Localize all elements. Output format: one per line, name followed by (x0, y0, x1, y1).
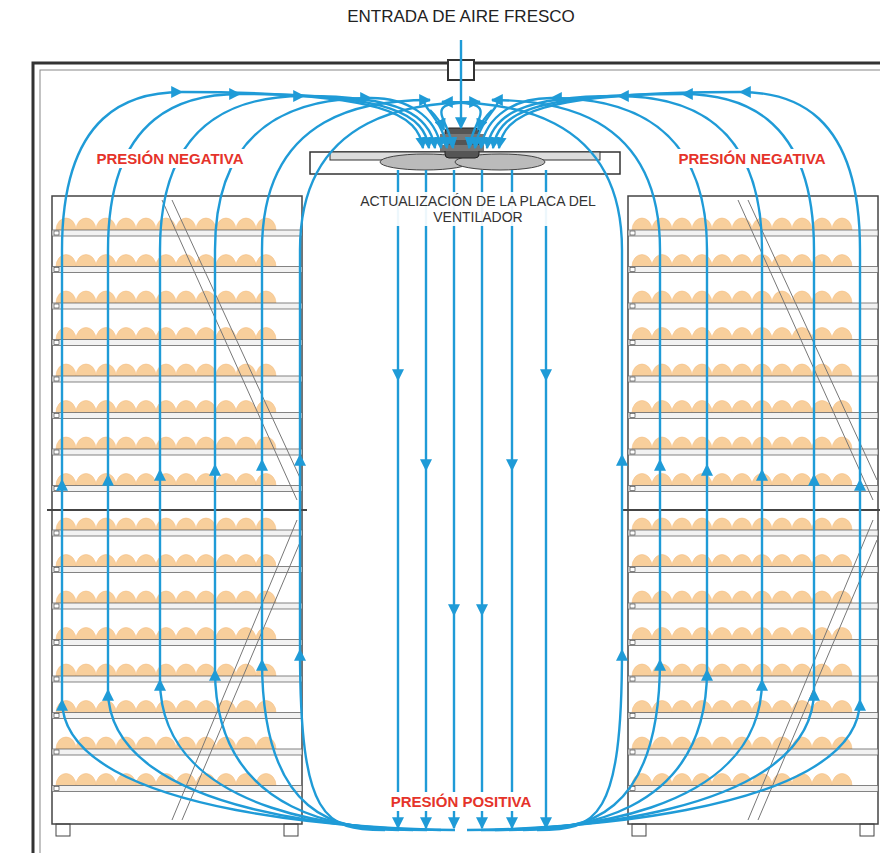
inlet-label: ENTRADA DE AIRE FRESCO (344, 6, 578, 28)
airflow-arrows (62, 40, 860, 830)
pressure-label: PRESIÓN NEGATIVA (94, 149, 247, 168)
fan-assembly (310, 60, 620, 174)
egg-racks (47, 196, 880, 836)
cabinet-inner (40, 70, 880, 853)
pressure-label: PRESIÓN POSITIVA (388, 792, 535, 811)
cabinet-outline (33, 63, 880, 853)
fan-plate-label: ACTUALIZACIÓN DE LA PLACA DEL VENTILADOR (350, 192, 606, 226)
pressure-label: PRESIÓN NEGATIVA (676, 149, 829, 168)
